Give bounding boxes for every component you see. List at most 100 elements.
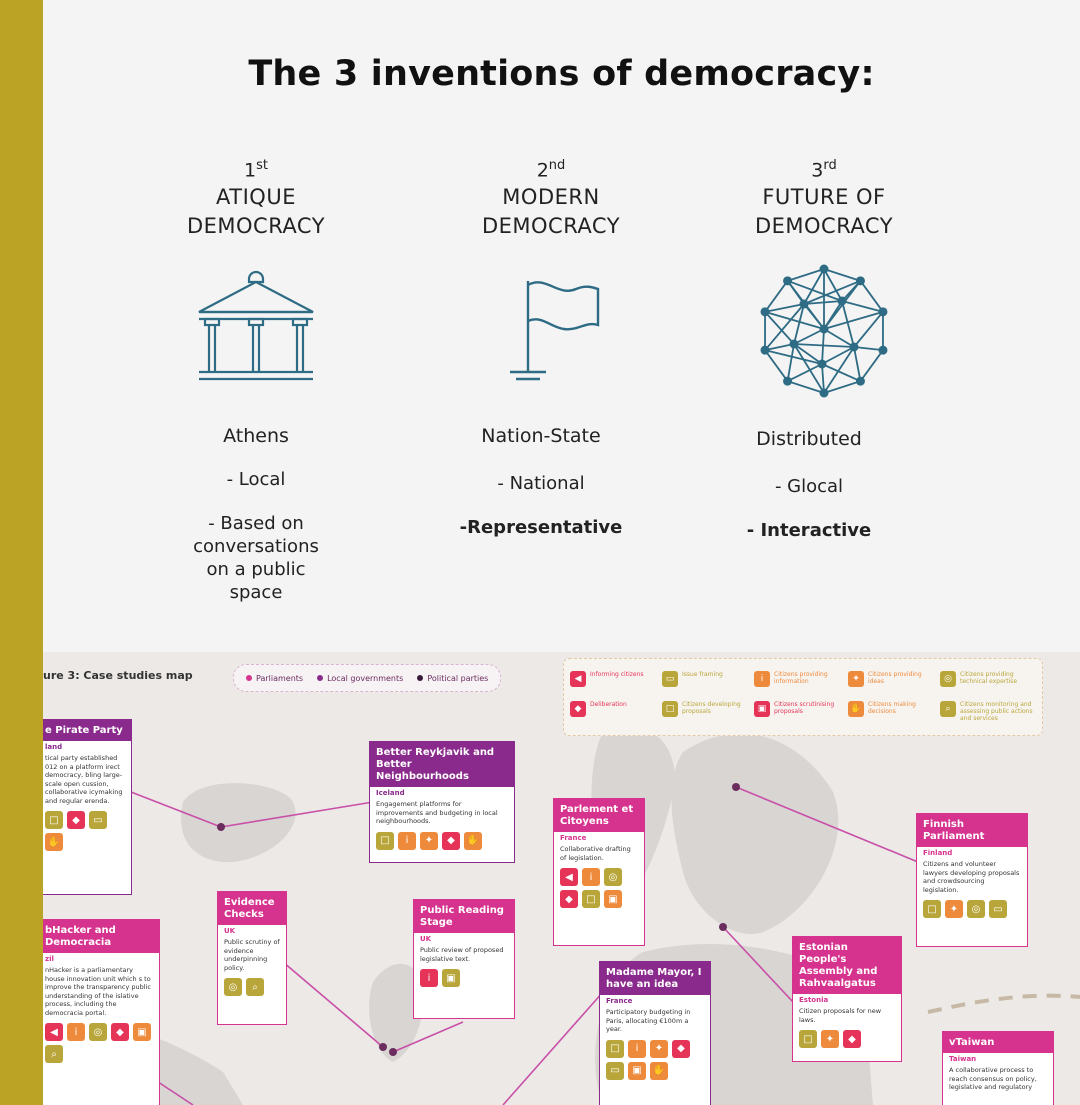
idea-icon: ✦ bbox=[420, 831, 438, 850]
chat-icon: ◆ bbox=[560, 890, 578, 908]
flag-icon bbox=[510, 281, 600, 381]
legend-informing: ◀Informing citizens bbox=[570, 671, 658, 687]
expertise-icon: ◎ bbox=[940, 671, 956, 687]
era-feature-1: - Local bbox=[226, 469, 286, 491]
idea-icon: ✦ bbox=[945, 900, 963, 918]
frame-icon: ▭ bbox=[89, 811, 107, 829]
era-place: Athens bbox=[223, 425, 289, 448]
proposal-icon: □ bbox=[376, 831, 394, 850]
era-place: Nation-State bbox=[481, 425, 601, 448]
scrutiny-icon: ▣ bbox=[604, 890, 622, 908]
info-icon: i bbox=[582, 868, 600, 886]
chat-icon: ◆ bbox=[672, 1039, 690, 1058]
era-feature-2: -Representative bbox=[459, 517, 623, 539]
monitor-icon: ⌕ bbox=[940, 701, 956, 717]
decision-icon: ✋ bbox=[464, 831, 482, 850]
monitor-icon: ⌕ bbox=[246, 978, 264, 996]
legend-expertise: ◎Citizens providing technical expertise bbox=[940, 671, 1036, 687]
legend-scrutiny: ▣Citizens scrutinising proposals bbox=[754, 701, 842, 717]
scrutiny-icon: ▣ bbox=[754, 701, 770, 717]
ordinal: 1st bbox=[244, 158, 268, 182]
legend-political-parties: Political parties bbox=[417, 674, 488, 683]
case-card-madame-mayor: Madame Mayor, I have an idea France Part… bbox=[599, 961, 711, 1105]
legend-decisions: ✋Citizens making decisions bbox=[848, 701, 936, 717]
megaphone-icon: ◀ bbox=[45, 1023, 63, 1041]
case-card-labhacker: bHacker and Democracia zil nHacker is a … bbox=[43, 919, 160, 1105]
proposal-icon: □ bbox=[923, 900, 941, 918]
expertise-icon: ◎ bbox=[604, 868, 622, 886]
case-card-estonian-assembly: Estonian People's Assembly and Rahvaalga… bbox=[792, 936, 902, 1062]
info-icon: i bbox=[67, 1023, 85, 1041]
ordinal: 2nd bbox=[536, 158, 566, 182]
frame-icon: ▭ bbox=[989, 900, 1007, 918]
legend-monitoring: ⌕Citizens monitoring and assessing publi… bbox=[940, 701, 1036, 722]
case-card-vtaiwan: vTaiwan Taiwan A collaborative process t… bbox=[942, 1031, 1054, 1105]
info-icon: i bbox=[628, 1039, 646, 1058]
case-card-public-reading-stage: Public Reading Stage UK Public review of… bbox=[413, 899, 515, 1019]
side-accent-bar bbox=[0, 0, 43, 1105]
case-card-parlement-et-citoyens: Parlement et Citoyens France Collaborati… bbox=[553, 798, 645, 946]
era-feature-1: - Glocal bbox=[774, 476, 844, 498]
network-icon bbox=[760, 264, 888, 398]
case-card-finnish-parliament: Finnish Parliament Finland Citizens and … bbox=[916, 813, 1028, 947]
era-feature-2: - Interactive bbox=[746, 520, 872, 542]
chat-icon: ◆ bbox=[843, 1030, 861, 1048]
proposal-icon: □ bbox=[45, 811, 63, 829]
chat-icon: ◆ bbox=[570, 701, 586, 717]
proposal-icon: □ bbox=[582, 890, 600, 908]
temple-icon bbox=[198, 271, 314, 381]
org-legend: Parliaments Local governments Political … bbox=[233, 664, 502, 692]
scrutiny-icon: ▣ bbox=[628, 1061, 646, 1080]
proposal-icon: □ bbox=[662, 701, 678, 717]
chat-icon: ◆ bbox=[442, 831, 460, 850]
chat-icon: ◆ bbox=[111, 1023, 129, 1041]
scrutiny-icon: ▣ bbox=[442, 969, 460, 987]
chat-icon: ◆ bbox=[67, 811, 85, 829]
figure-title: ure 3: Case studies map bbox=[43, 669, 193, 682]
frame-icon: ▭ bbox=[606, 1061, 624, 1080]
legend-ideas: ✦Citizens providing ideas bbox=[848, 671, 936, 687]
infographic-top: The 3 inventions of democracy: 1st ATIQU… bbox=[43, 0, 1080, 652]
legend-parliaments: Parliaments bbox=[246, 674, 303, 683]
legend-deliberation: ◆Deliberation bbox=[570, 701, 658, 717]
megaphone-icon: ◀ bbox=[570, 671, 586, 687]
case-card-better-reykjavik: Better Reykjavik and Better Neighbourhoo… bbox=[369, 741, 515, 863]
legend-proposals: □Citizens developing proposals bbox=[662, 701, 750, 717]
page-title: The 3 inventions of democracy: bbox=[248, 54, 875, 94]
proposal-icon: □ bbox=[606, 1039, 624, 1058]
case-studies-map: ure 3: Case studies map Parliaments Loca… bbox=[43, 652, 1080, 1105]
info-icon: i bbox=[420, 969, 438, 987]
era-place: Distributed bbox=[756, 428, 862, 451]
case-card-evidence-checks: Evidence Checks UK Public scrutiny of ev… bbox=[217, 891, 287, 1025]
case-card-pirate-party: e Pirate Party land tical party establis… bbox=[43, 719, 132, 895]
idea-icon: ✦ bbox=[848, 671, 864, 687]
legend-local-governments: Local governments bbox=[317, 674, 403, 683]
era-feature-1: - National bbox=[497, 473, 585, 495]
era-feature-2: - Based on conversations on a public spa… bbox=[193, 513, 319, 604]
scrutiny-icon: ▣ bbox=[133, 1023, 151, 1041]
proposal-icon: □ bbox=[799, 1030, 817, 1048]
frame-icon: ▭ bbox=[662, 671, 678, 687]
info-icon: i bbox=[754, 671, 770, 687]
megaphone-icon: ◀ bbox=[560, 868, 578, 886]
info-icon: i bbox=[398, 831, 416, 850]
legend-framing: ▭Issue framing bbox=[662, 671, 750, 687]
expertise-icon: ◎ bbox=[89, 1023, 107, 1041]
expertise-icon: ◎ bbox=[224, 978, 242, 996]
decision-icon: ✋ bbox=[848, 701, 864, 717]
expertise-icon: ◎ bbox=[967, 900, 985, 918]
idea-icon: ✦ bbox=[650, 1039, 668, 1058]
monitor-icon: ⌕ bbox=[45, 1045, 63, 1063]
decision-icon: ✋ bbox=[45, 833, 63, 851]
idea-icon: ✦ bbox=[821, 1030, 839, 1048]
ordinal: 3rd bbox=[811, 158, 837, 182]
decision-icon: ✋ bbox=[650, 1061, 668, 1080]
